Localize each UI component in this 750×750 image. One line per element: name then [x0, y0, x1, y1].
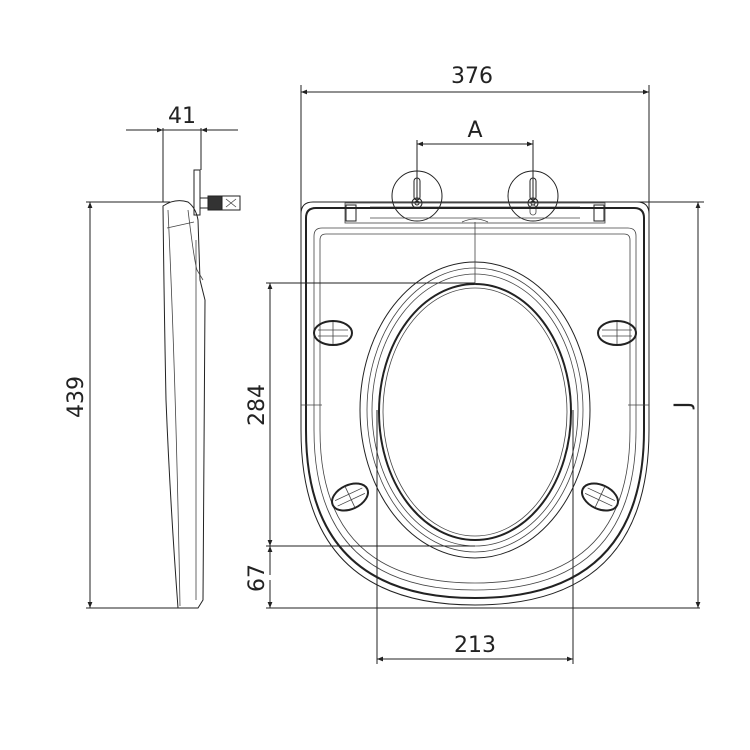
hinge-left — [391, 170, 443, 222]
dimension-J: J — [605, 201, 704, 608]
seat-side-profile — [162, 169, 241, 609]
dim-213-label: 213 — [454, 633, 496, 658]
hinge-bar — [344, 202, 606, 224]
bumper-top-right — [597, 320, 637, 346]
dimension-376: 376 — [300, 64, 650, 215]
dim-439-label: 439 — [64, 376, 89, 418]
dim-41-label: 41 — [168, 104, 196, 129]
dim-284-label: 284 — [245, 384, 270, 426]
bumper-bottom-right — [581, 482, 619, 512]
dimension-284: 284 — [245, 282, 475, 547]
bumper-bottom-left — [331, 482, 369, 512]
dim-J-label: J — [671, 402, 696, 411]
seat-opening — [359, 261, 591, 559]
dimension-A: A — [416, 118, 534, 200]
dimension-41: 41 — [126, 104, 238, 202]
top-view: 376 A — [245, 64, 704, 664]
bumper-top-left — [313, 320, 353, 346]
dimension-213: 213 — [376, 410, 574, 664]
dim-67-label: 67 — [245, 564, 270, 592]
hinge-plate — [193, 169, 201, 216]
dimension-439: 439 — [64, 201, 180, 609]
dim-376-label: 376 — [451, 64, 493, 89]
side-view: 41 439 — [64, 104, 241, 609]
dimension-67: 67 — [245, 546, 700, 609]
dim-A-label: A — [467, 118, 482, 143]
